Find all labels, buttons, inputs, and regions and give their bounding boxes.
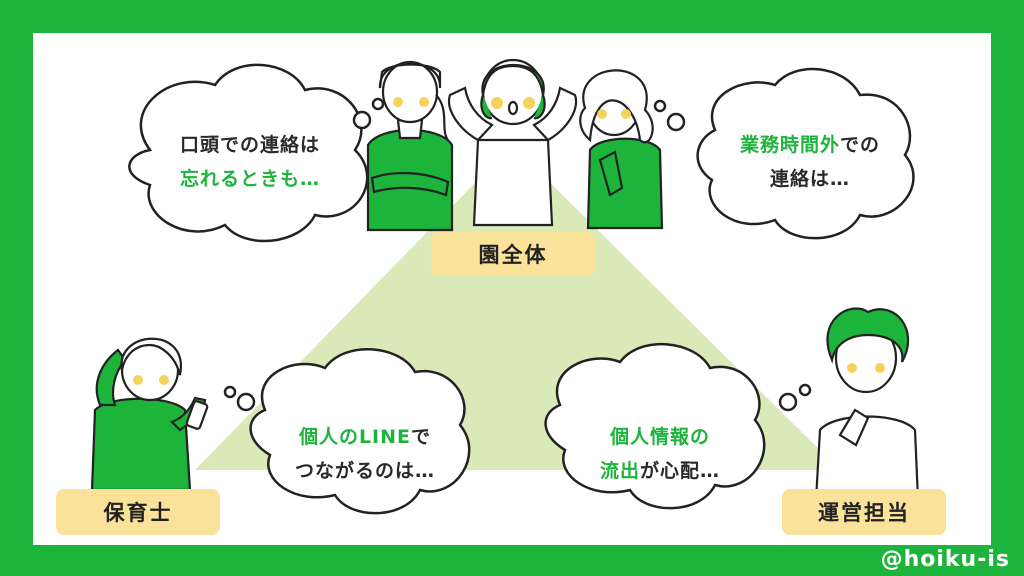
label-whole-nursery: 園全体 bbox=[431, 232, 595, 276]
woman-with-phone-illustration bbox=[90, 337, 209, 492]
bubble-line-1: 個人のLINEで bbox=[255, 420, 475, 454]
bubble-line-2: 連絡は… bbox=[769, 168, 850, 190]
label-operations-staff: 運営担当 bbox=[782, 489, 946, 535]
bubble-highlight: 忘れるときも… bbox=[179, 168, 320, 190]
thought-bubble-top-right bbox=[653, 67, 915, 240]
bubble-text-bottom-left: 個人のLINEで つながるのは… bbox=[255, 420, 475, 488]
bubble-highlight: 流出 bbox=[599, 460, 640, 482]
thought-bubble-bottom-left bbox=[223, 347, 471, 515]
bubble-text-bottom-right: 個人情報の 流出が心配… bbox=[555, 420, 765, 488]
bubble-highlight: 業務時間外 bbox=[739, 134, 840, 156]
watermark: @hoiku-is bbox=[880, 547, 1010, 572]
woman-worried-illustration bbox=[447, 58, 578, 227]
bubble-text-top-right: 業務時間外での 連絡は… bbox=[700, 128, 920, 196]
woman-thinking-illustration bbox=[579, 69, 664, 230]
bubble-text-top-left: 口頭での連絡は 忘れるときも… bbox=[150, 128, 350, 196]
bubble-line: 口頭での連絡は bbox=[179, 134, 320, 156]
woman-arms-crossed-illustration bbox=[366, 60, 454, 232]
bubble-line-rest: が心配… bbox=[640, 460, 721, 482]
label-childcare-worker: 保育士 bbox=[56, 489, 220, 535]
bubble-line-rest: で bbox=[411, 426, 432, 448]
bubble-line-2: つながるのは… bbox=[294, 460, 435, 482]
thought-bubble-bottom-right bbox=[544, 342, 812, 510]
bubble-line-1: 業務時間外での bbox=[700, 128, 920, 162]
bubble-highlight: 個人情報の bbox=[609, 426, 710, 448]
bubble-highlight: 個人のLINE bbox=[298, 426, 412, 448]
bubble-line-rest: での bbox=[840, 134, 881, 156]
bubble-line-2: 流出が心配… bbox=[555, 454, 765, 488]
older-woman-worried-illustration bbox=[814, 307, 920, 502]
